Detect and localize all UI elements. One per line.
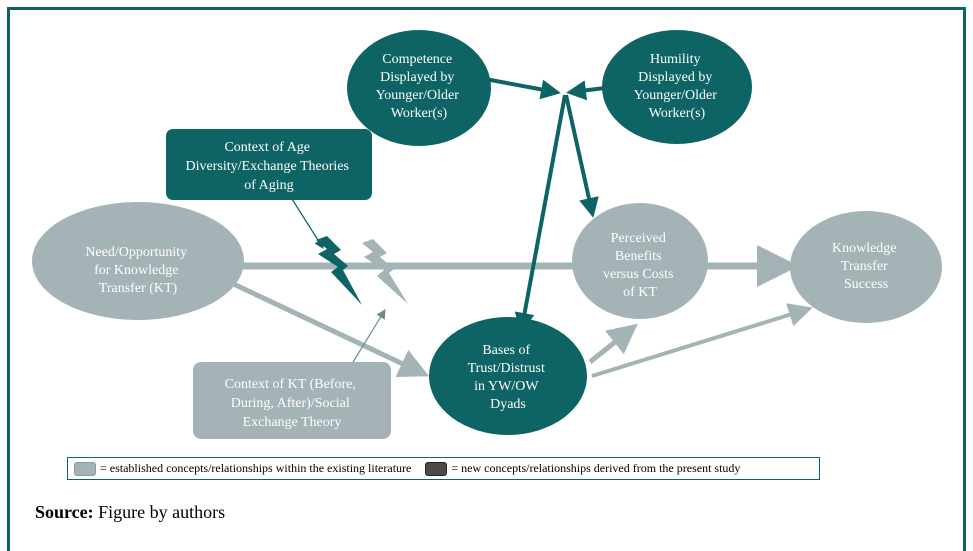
kts-node <box>790 211 942 323</box>
dark-lightning-icon <box>316 236 362 305</box>
new-swatch <box>425 461 448 476</box>
established-swatch <box>74 461 96 476</box>
arrow-trust-to-perceived <box>588 323 638 364</box>
context-age-node <box>166 129 372 200</box>
need-node <box>32 202 244 320</box>
trust-node <box>429 317 587 435</box>
context-kt-label: Context of KT (Before, During, After)/So… <box>225 377 360 430</box>
need-label: Need/Opportunity for Knowledge Transfer … <box>85 245 190 296</box>
humility-label: Humility Displayed by Younger/Older Work… <box>634 52 721 121</box>
humility-node <box>602 30 752 144</box>
figure-frame <box>7 7 966 551</box>
arrow-context-kt-to-bolt <box>349 308 386 368</box>
arrow-competence-to-junction <box>479 76 561 100</box>
context-kt-node <box>193 362 391 439</box>
arrow-need-to-trust <box>223 277 430 378</box>
arrow-junction-to-perceived <box>564 94 599 218</box>
legend-established-text: = established concepts/relationships wit… <box>100 461 412 475</box>
kts-label: Knowledge Transfer Success <box>832 241 900 292</box>
arrow-trust-to-kts <box>591 303 813 378</box>
perceived-label: Perceived Benefits versus Costs of KT <box>603 231 677 300</box>
context-age-label: Context of Age Diversity/Exchange Theori… <box>186 140 353 193</box>
source-label: Source: <box>35 502 94 522</box>
competence-node <box>347 30 491 146</box>
trust-label: Bases of Trust/Distrust in YW/OW Dyads <box>468 343 549 412</box>
grey-lightning-icon <box>362 239 408 304</box>
arrow-junction-to-trust <box>514 94 567 333</box>
arrow-humility-to-junction <box>566 80 606 101</box>
legend-new-text: = new concepts/relationships derived fro… <box>451 461 741 475</box>
competence-label: Competence Displayed by Younger/Older Wo… <box>376 52 463 121</box>
legend: = established concepts/relationships wit… <box>67 457 820 480</box>
source-note: Source: Figure by authors <box>35 502 225 523</box>
perceived-node <box>572 203 708 319</box>
source-text: Figure by authors <box>93 502 226 522</box>
